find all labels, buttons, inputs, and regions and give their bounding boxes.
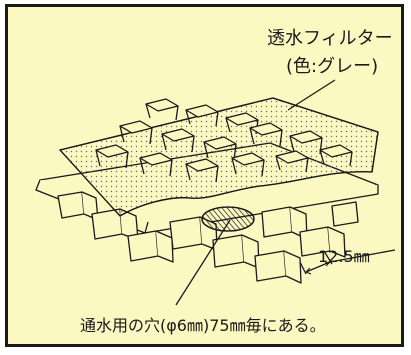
drainage-hole	[201, 206, 255, 232]
filter-color-label: (色:グレー)	[286, 56, 379, 77]
filter-bumps	[95, 98, 353, 183]
panel-cups	[57, 191, 359, 284]
filter-name-label: 透水フィルター	[267, 28, 393, 49]
drainage-hole-note: 通水用の穴(φ6㎜)75㎜毎にある。	[80, 316, 326, 335]
dimension-label: 12.5㎜	[318, 247, 370, 266]
annotation-lines	[175, 79, 396, 306]
permeable-filter-sheet	[59, 97, 379, 217]
